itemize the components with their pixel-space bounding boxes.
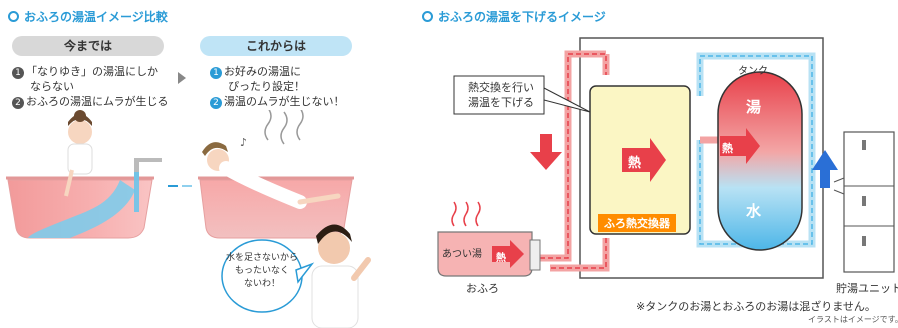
- left-title-text: おふろの湯温イメージ比較: [24, 10, 168, 24]
- tank-cold-label: 水: [746, 202, 762, 220]
- bath-uneven-illustration: [6, 110, 192, 239]
- bath-heat-label: 熱: [496, 253, 506, 264]
- exchanger-heat-label: 熱: [628, 156, 642, 171]
- svg-text:♪: ♪: [240, 136, 247, 149]
- bath-illustrations: ♪: [6, 110, 371, 328]
- arrow-right-icon: [178, 72, 186, 84]
- tank-heat-arrow-icon: [720, 128, 760, 164]
- before-item-1: 1「なりゆき」の湯温にしか: [12, 64, 168, 79]
- speech-bubble: [221, 239, 315, 313]
- callout-text: 熱交換を行い 湯温を下げる: [468, 81, 534, 109]
- illustration-note: イラストはイメージです。: [808, 315, 898, 324]
- bath-label: おふろ: [466, 282, 499, 295]
- tank-hot-label: 湯: [746, 98, 762, 116]
- bath-water-label: あつい湯: [442, 249, 482, 260]
- exchanger-label: ふろ熱交換器: [598, 214, 676, 232]
- storage-unit-label: 貯湯ユニット: [836, 282, 898, 295]
- bath-heat-arrow-icon: [492, 240, 524, 268]
- bath-even-illustration: ♪: [198, 110, 354, 239]
- tank-heat-label: 熱: [722, 142, 733, 155]
- before-header: 今までは: [12, 36, 164, 56]
- left-section-title: おふろの湯温イメージ比較: [8, 8, 168, 25]
- circle-bullet-icon: [8, 11, 19, 22]
- after-header: これからは: [200, 36, 352, 56]
- woman-illustration: [311, 224, 371, 328]
- storage-unit: [843, 131, 895, 273]
- bubble-text: 水を足さないから もったいなく ないわ！: [225, 253, 298, 289]
- tank-label: タンク: [738, 66, 768, 77]
- down-arrow-icon: [530, 134, 562, 170]
- right-title-text: おふろの湯温を下げるイメージ: [438, 10, 606, 24]
- heat-exchange-diagram: [437, 37, 895, 279]
- tank: [717, 71, 803, 251]
- up-arrow-icon: [812, 150, 838, 188]
- right-section-title: おふろの湯温を下げるイメージ: [422, 8, 606, 25]
- heat-arrow-icon: [622, 138, 666, 182]
- note-text: ※タンクのお湯とおふろのお湯は混ざりません。: [636, 300, 876, 313]
- circle-bullet-icon: [422, 11, 433, 22]
